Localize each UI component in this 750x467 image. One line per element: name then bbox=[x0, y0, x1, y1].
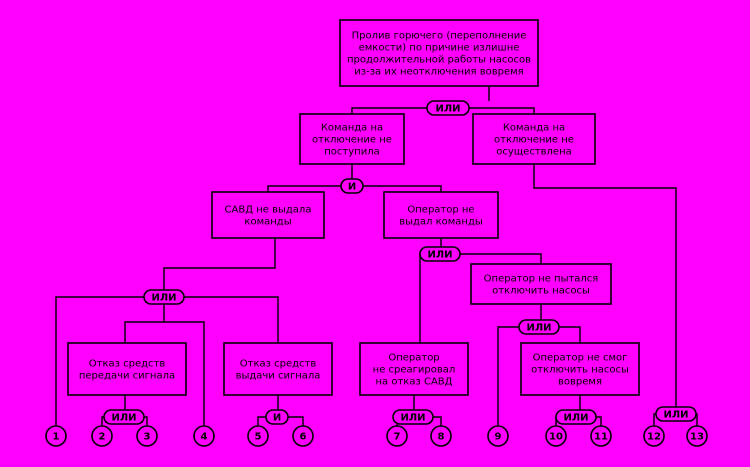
basic-event-number: 2 bbox=[99, 432, 106, 443]
connector-line bbox=[267, 185, 352, 192]
connector-line bbox=[489, 107, 535, 114]
basic-event-4: 4 bbox=[193, 425, 215, 447]
event-box-text: продолжительной работы насосов bbox=[347, 55, 531, 66]
connector-line bbox=[441, 253, 542, 264]
event-box-text: поступила bbox=[324, 147, 379, 158]
gate-label: И bbox=[273, 413, 281, 424]
basic-event-number: 8 bbox=[438, 432, 445, 443]
basic-event-number: 9 bbox=[495, 432, 502, 443]
event-box-text: Оператор не пытался bbox=[484, 274, 599, 285]
basic-event-number: 13 bbox=[690, 432, 704, 443]
gate-label: ИЛИ bbox=[151, 293, 176, 304]
event-box-text: Оператор не bbox=[407, 205, 474, 216]
event-box-text: емкости) по причине излишне bbox=[359, 43, 520, 54]
event-box-text: осуществлена bbox=[496, 147, 572, 158]
event-box-text: выдачи сигнала bbox=[236, 371, 321, 382]
basic-event-10: 10 bbox=[545, 425, 567, 447]
basic-event-number: 4 bbox=[201, 432, 208, 443]
basic-event-number: 11 bbox=[594, 432, 608, 443]
gate-label: ИЛИ bbox=[663, 410, 688, 421]
connector-line bbox=[124, 304, 165, 343]
connector-line bbox=[163, 238, 276, 290]
or-gate: ИЛИ bbox=[655, 406, 697, 422]
event-box-text: вовремя bbox=[558, 377, 602, 388]
basic-event-number: 10 bbox=[549, 432, 563, 443]
basic-event-8: 8 bbox=[430, 425, 452, 447]
basic-event-6: 6 bbox=[292, 425, 314, 447]
or-gate: ИЛИ bbox=[419, 246, 461, 262]
event-box-text: передачи сигнала bbox=[79, 371, 175, 382]
basic-event-11: 11 bbox=[590, 425, 612, 447]
gate-label: ИЛИ bbox=[427, 250, 452, 261]
connector-line bbox=[533, 164, 677, 407]
gate-label: ИЛИ bbox=[563, 413, 588, 424]
or-gate: ИЛИ bbox=[392, 409, 434, 425]
event-box-text: не среагировал bbox=[373, 365, 456, 376]
event-box-text: из-за их неотключения вовремя bbox=[354, 67, 523, 78]
event-box-text: команды bbox=[244, 217, 291, 228]
connector-line bbox=[419, 253, 441, 343]
or-gate: ИЛИ bbox=[103, 409, 145, 425]
event-box-text: Оператор не смог bbox=[533, 353, 628, 364]
event-box-text: Команда на bbox=[503, 123, 565, 134]
event-box-text: САВД не выдала bbox=[225, 205, 312, 216]
gate-label: ИЛИ bbox=[526, 323, 551, 334]
connector-line bbox=[55, 296, 164, 426]
connector-line bbox=[352, 185, 442, 192]
or-gate: ИЛИ bbox=[555, 409, 597, 425]
event-box-text: Отказ средств bbox=[89, 359, 166, 370]
event-box-text: Команда на bbox=[321, 123, 383, 134]
basic-event-3: 3 bbox=[136, 425, 158, 447]
basic-event-7: 7 bbox=[386, 425, 408, 447]
gate-label: ИЛИ bbox=[435, 104, 460, 115]
connector-line bbox=[164, 321, 205, 426]
basic-event-2: 2 bbox=[91, 425, 113, 447]
basic-event-number: 5 bbox=[255, 432, 262, 443]
and-gate: И bbox=[265, 409, 289, 425]
event-box-text: отключение не bbox=[494, 135, 574, 146]
basic-event-12: 12 bbox=[643, 425, 665, 447]
event-box-text: Оператор bbox=[388, 353, 439, 364]
event-box-text: отключить насосы bbox=[531, 365, 629, 376]
basic-event-number: 7 bbox=[394, 432, 401, 443]
event-box-text: отключение не bbox=[312, 135, 392, 146]
event-box-text: отключить насосы bbox=[492, 286, 590, 297]
gate-label: И bbox=[348, 182, 356, 193]
basic-event-13: 13 bbox=[686, 425, 708, 447]
and-gate: И bbox=[340, 178, 364, 194]
or-gate: ИЛИ bbox=[426, 100, 470, 116]
event-box-text: Пролив горючего (переполнение bbox=[352, 31, 527, 42]
gate-label: ИЛИ bbox=[400, 413, 425, 424]
or-gate: ИЛИ bbox=[143, 289, 185, 305]
gate-label: ИЛИ bbox=[111, 413, 136, 424]
event-box-text: на отказ САВД bbox=[376, 377, 453, 388]
basic-event-5: 5 bbox=[247, 425, 269, 447]
basic-event-9: 9 bbox=[487, 425, 509, 447]
basic-event-number: 3 bbox=[144, 432, 151, 443]
event-box-text: Отказ средств bbox=[240, 359, 317, 370]
basic-event-1: 1 bbox=[45, 425, 67, 447]
connector-line bbox=[164, 296, 279, 343]
basic-event-number: 12 bbox=[647, 432, 661, 443]
basic-event-number: 6 bbox=[300, 432, 307, 443]
basic-event-number: 1 bbox=[53, 432, 60, 443]
event-box-text: выдал команды bbox=[399, 217, 483, 228]
or-gate: ИЛИ bbox=[518, 319, 560, 335]
